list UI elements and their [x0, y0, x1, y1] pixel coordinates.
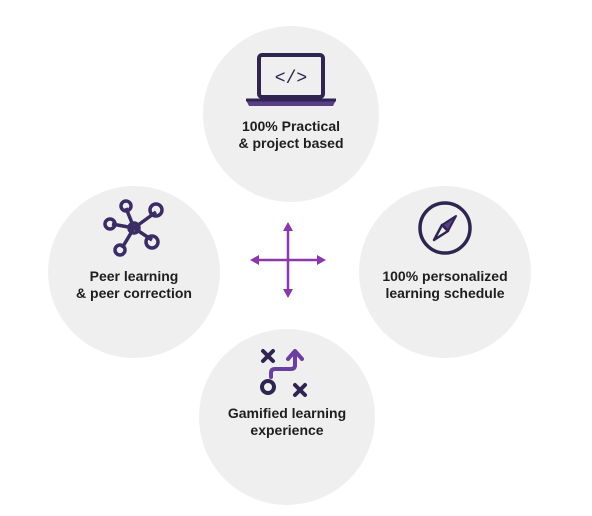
feature-label: Peer learning & peer correction: [76, 268, 192, 302]
feature-label-line: learning schedule: [385, 285, 505, 301]
feature-label-line: experience: [250, 422, 324, 438]
four-way-arrows-icon: [248, 220, 328, 305]
feature-label-line: 100% personalized: [382, 268, 508, 284]
svg-text:</>: </>: [275, 69, 307, 89]
compass-icon: [417, 200, 473, 256]
game-strategy-icon: [257, 347, 317, 399]
laptop-code-icon: </>: [243, 52, 339, 110]
feature-label-line: & project based: [238, 135, 344, 151]
feature-label-line: 100% Practical: [241, 118, 341, 134]
feature-gamified: Gamified learning experience: [199, 329, 375, 505]
feature-label: 100% personalized learning schedule: [382, 268, 507, 302]
feature-peer-learning: Peer learning & peer correction: [48, 186, 220, 358]
feature-label-line: Gamified learning: [227, 405, 347, 421]
feature-label: 100% Practical & project based: [238, 118, 343, 152]
feature-practical: </> 100% Practical & project based: [203, 26, 379, 202]
feature-label: Gamified learning experience: [228, 405, 346, 439]
network-nodes-icon: [100, 198, 168, 260]
feature-personalized: 100% personalized learning schedule: [359, 186, 531, 358]
feature-label-line: & peer correction: [76, 285, 192, 301]
feature-label-line: Peer learning: [89, 268, 179, 284]
